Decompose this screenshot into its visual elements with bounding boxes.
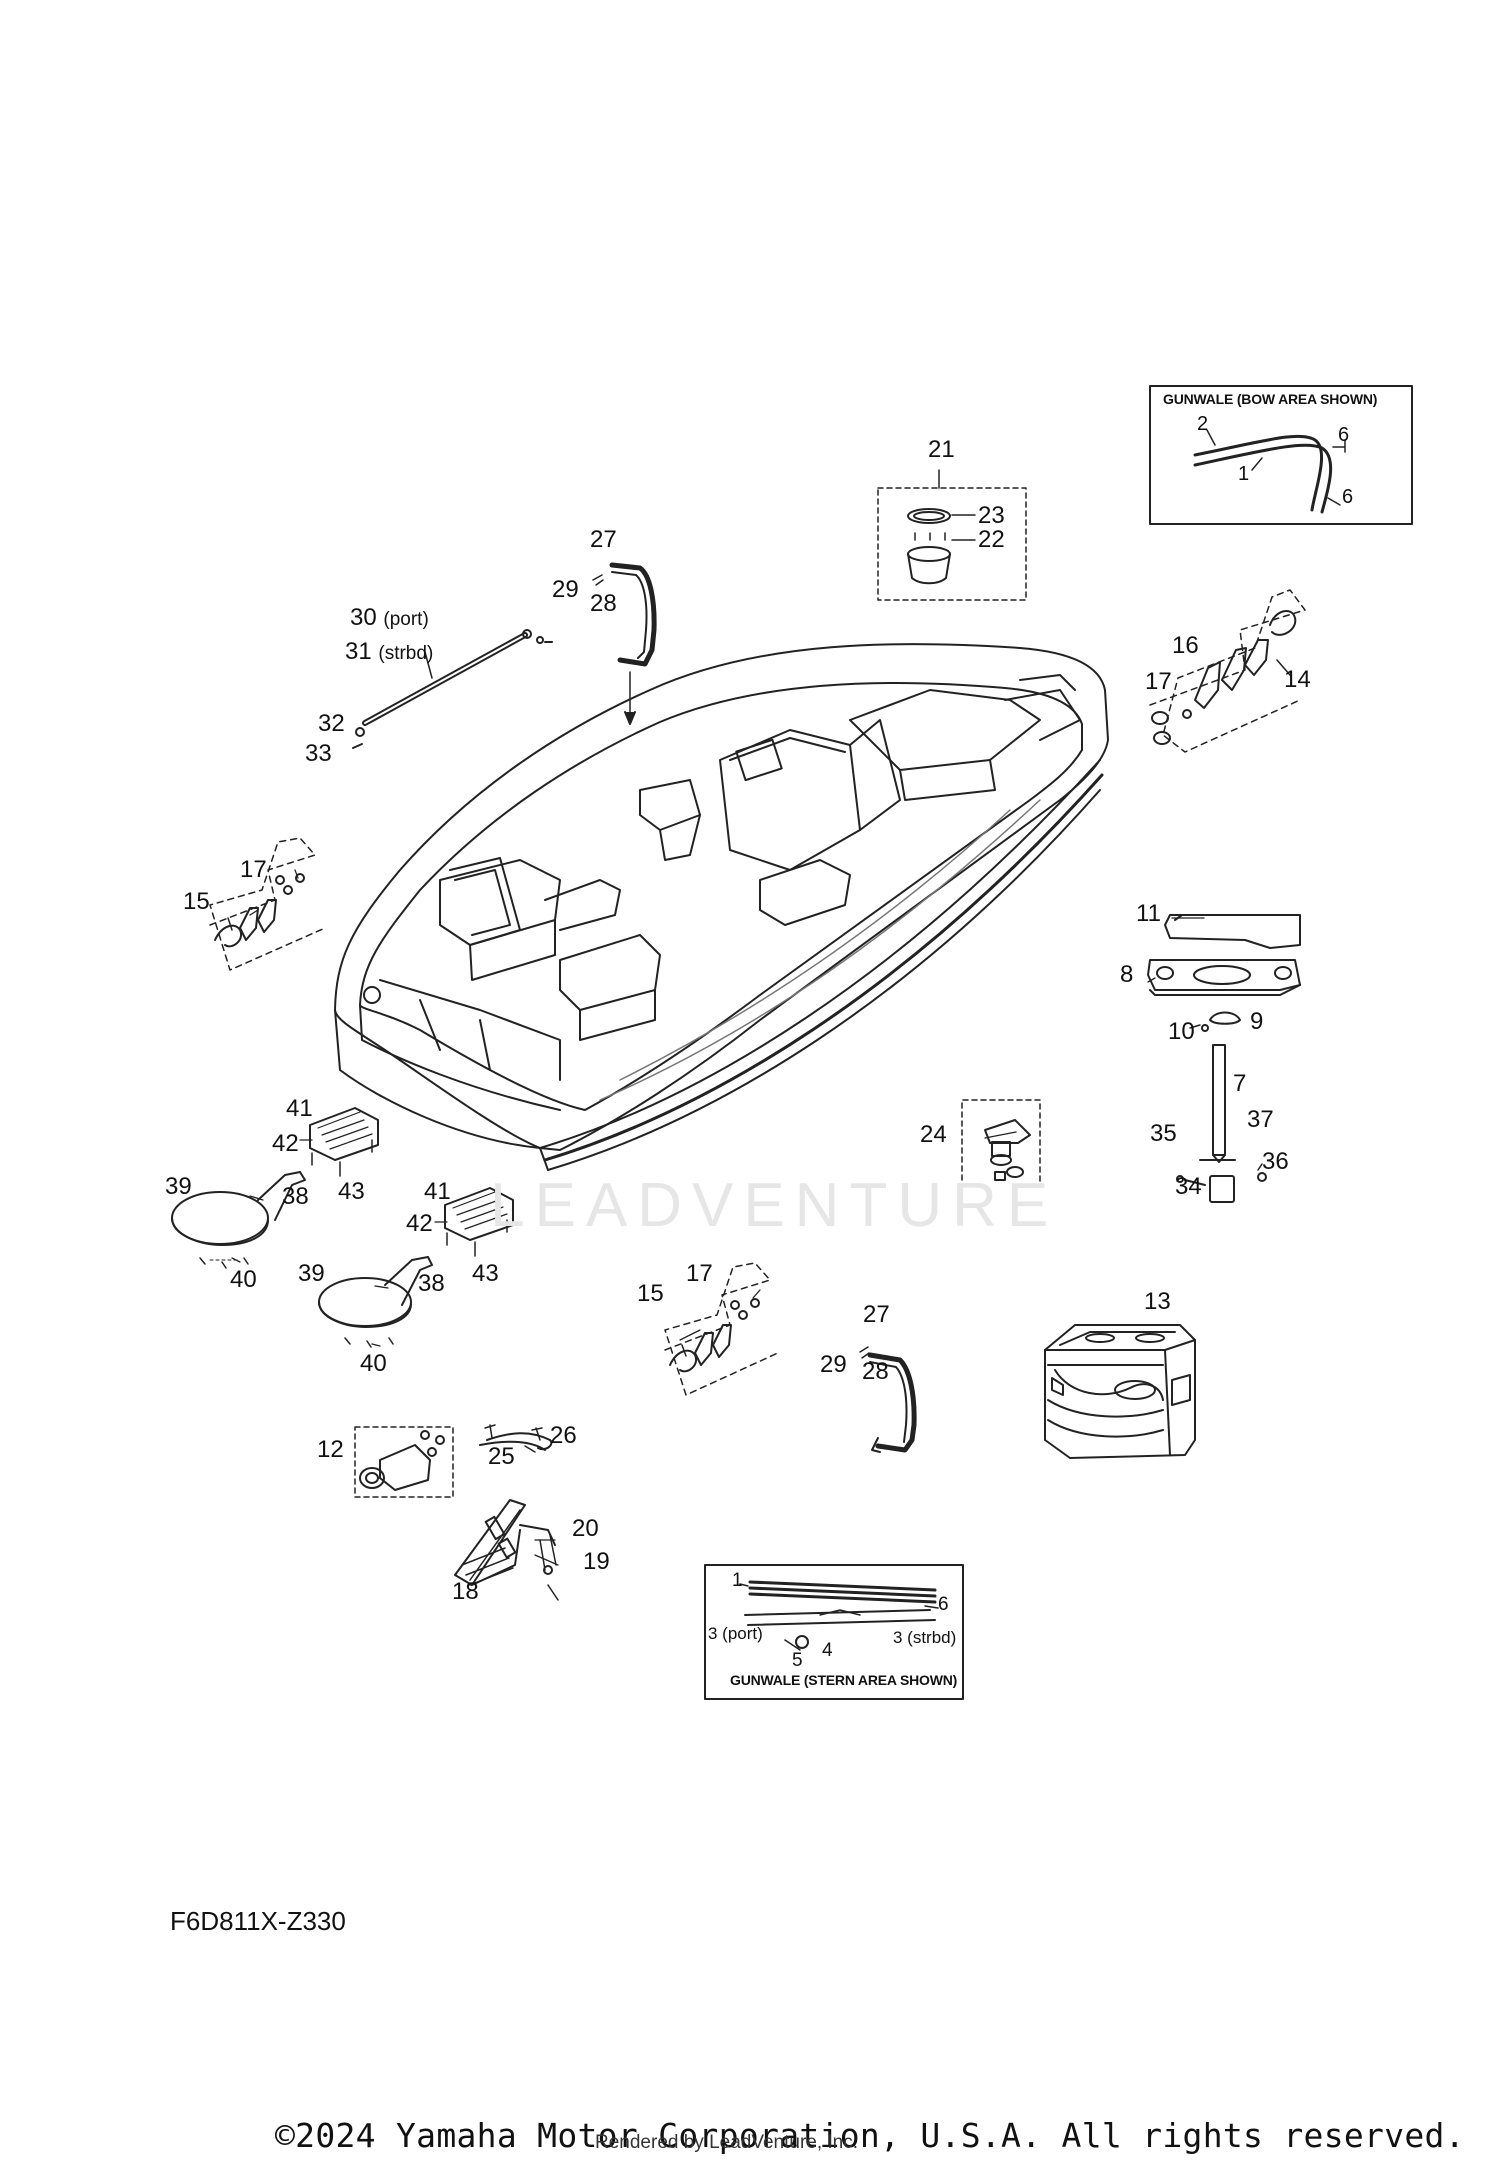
stern-inset-box: [704, 1564, 964, 1700]
callout-27-top: 27: [590, 526, 617, 553]
grab-rail-rod: [352, 629, 553, 749]
callout-39-upper: 39: [165, 1173, 192, 1200]
callout-29-top: 29: [552, 576, 579, 603]
callout-30: 30 (port): [350, 604, 429, 631]
bow-cleat-hardware: [1149, 589, 1306, 753]
callout-43-lower: 43: [472, 1260, 499, 1287]
cup-holder-assembly: [877, 469, 1027, 601]
callout-16: 16: [1172, 632, 1199, 659]
callout-38-lower: 38: [418, 1270, 445, 1297]
callout-41-upper: 41: [286, 1095, 313, 1122]
cooler-illustration: [1044, 1324, 1196, 1459]
callout-15-upper: 15: [183, 888, 210, 915]
bow-inset-label-1: 1: [1238, 463, 1250, 485]
boat-hull-illustration: [334, 643, 1109, 1171]
callout-20: 20: [572, 1515, 599, 1542]
callout-32: 32: [318, 710, 345, 737]
bow-inset-caption: GUNWALE (BOW AREA SHOWN): [1163, 391, 1378, 407]
callout-33: 33: [305, 740, 332, 767]
callout-43-upper: 43: [338, 1178, 365, 1205]
callout-11: 11: [1136, 900, 1161, 927]
callout-36: 36: [1262, 1148, 1289, 1175]
callout-37: 37: [1247, 1106, 1274, 1133]
callout-12: 12: [317, 1436, 344, 1463]
callout-31: 31 (strbd): [345, 638, 434, 665]
table-assembly: [1147, 914, 1301, 1203]
callout-10: 10: [1168, 1018, 1195, 1045]
stern-inset-label-3-strbd: 3 (strbd): [893, 1628, 957, 1647]
callout-13: 13: [1144, 1288, 1171, 1315]
callout-40-lower: 40: [360, 1350, 387, 1377]
callout-40-upper: 40: [230, 1266, 257, 1293]
seat-group-lower: [318, 1187, 514, 1348]
callout-34: 34: [1175, 1173, 1202, 1200]
callout-42-lower: 42: [406, 1210, 433, 1237]
callout-35: 35: [1150, 1120, 1177, 1147]
callout-41-lower: 41: [424, 1178, 451, 1205]
callout-18: 18: [452, 1578, 479, 1605]
callout-17-lower: 17: [686, 1260, 713, 1287]
callout-8: 8: [1120, 961, 1134, 988]
bow-inset-label-6b: 6: [1342, 486, 1354, 508]
callout-29-lower: 29: [820, 1351, 847, 1378]
bow-inset-label-6a: 6: [1338, 424, 1350, 446]
light-assembly: [961, 1099, 1041, 1186]
grab-handle-lower: [859, 1346, 917, 1453]
grab-handle-top: [592, 562, 657, 725]
callout-7: 7: [1233, 1070, 1247, 1097]
callout-27-lower: 27: [863, 1301, 890, 1328]
callout-9: 9: [1250, 1008, 1264, 1035]
bow-inset-label-2: 2: [1197, 413, 1209, 435]
stern-inset-label-6: 6: [938, 1594, 949, 1615]
callout-25: 25: [488, 1443, 515, 1470]
stern-inset-label-1: 1: [732, 1570, 743, 1591]
control-panel-assembly: [354, 1426, 454, 1498]
bow-inset-box: [1149, 385, 1413, 525]
callout-14: 14: [1284, 666, 1311, 693]
callout-42-upper: 42: [272, 1130, 299, 1157]
callout-17-upper: 17: [240, 856, 267, 883]
part-code: F6D811X-Z330: [170, 1906, 346, 1936]
callout-38-upper: 38: [282, 1183, 309, 1210]
bracket-assembly: [479, 1424, 553, 1453]
callout-39-lower: 39: [298, 1260, 325, 1287]
callout-15-lower: 15: [637, 1280, 664, 1307]
callout-24: 24: [920, 1121, 947, 1148]
callout-28-top: 28: [590, 590, 617, 617]
stern-inset-caption: GUNWALE (STERN AREA SHOWN): [730, 1672, 958, 1688]
stern-inset-label-5: 5: [792, 1650, 803, 1671]
stern-cleat-upper: [209, 837, 326, 971]
rendered-by-note: Rendered by LeadVenture, Inc.: [595, 2132, 859, 2153]
callout-28-lower: 28: [862, 1358, 889, 1385]
copyright-notice: ©2024 Yamaha Motor Corporation, U.S.A. A…: [275, 2116, 1465, 2155]
stern-cleat-lower: [664, 1262, 781, 1396]
callout-19: 19: [583, 1548, 610, 1575]
callout-26: 26: [550, 1422, 577, 1449]
callout-21: 21: [928, 436, 955, 463]
callout-23: 23: [978, 502, 1005, 529]
watermark: LEADVENTURE: [490, 1171, 1059, 1240]
stern-inset-label-4: 4: [822, 1640, 833, 1661]
callout-17-bow: 17: [1145, 668, 1172, 695]
stern-inset-label-3-port: 3 (port): [708, 1624, 763, 1643]
callout-22: 22: [978, 526, 1005, 553]
